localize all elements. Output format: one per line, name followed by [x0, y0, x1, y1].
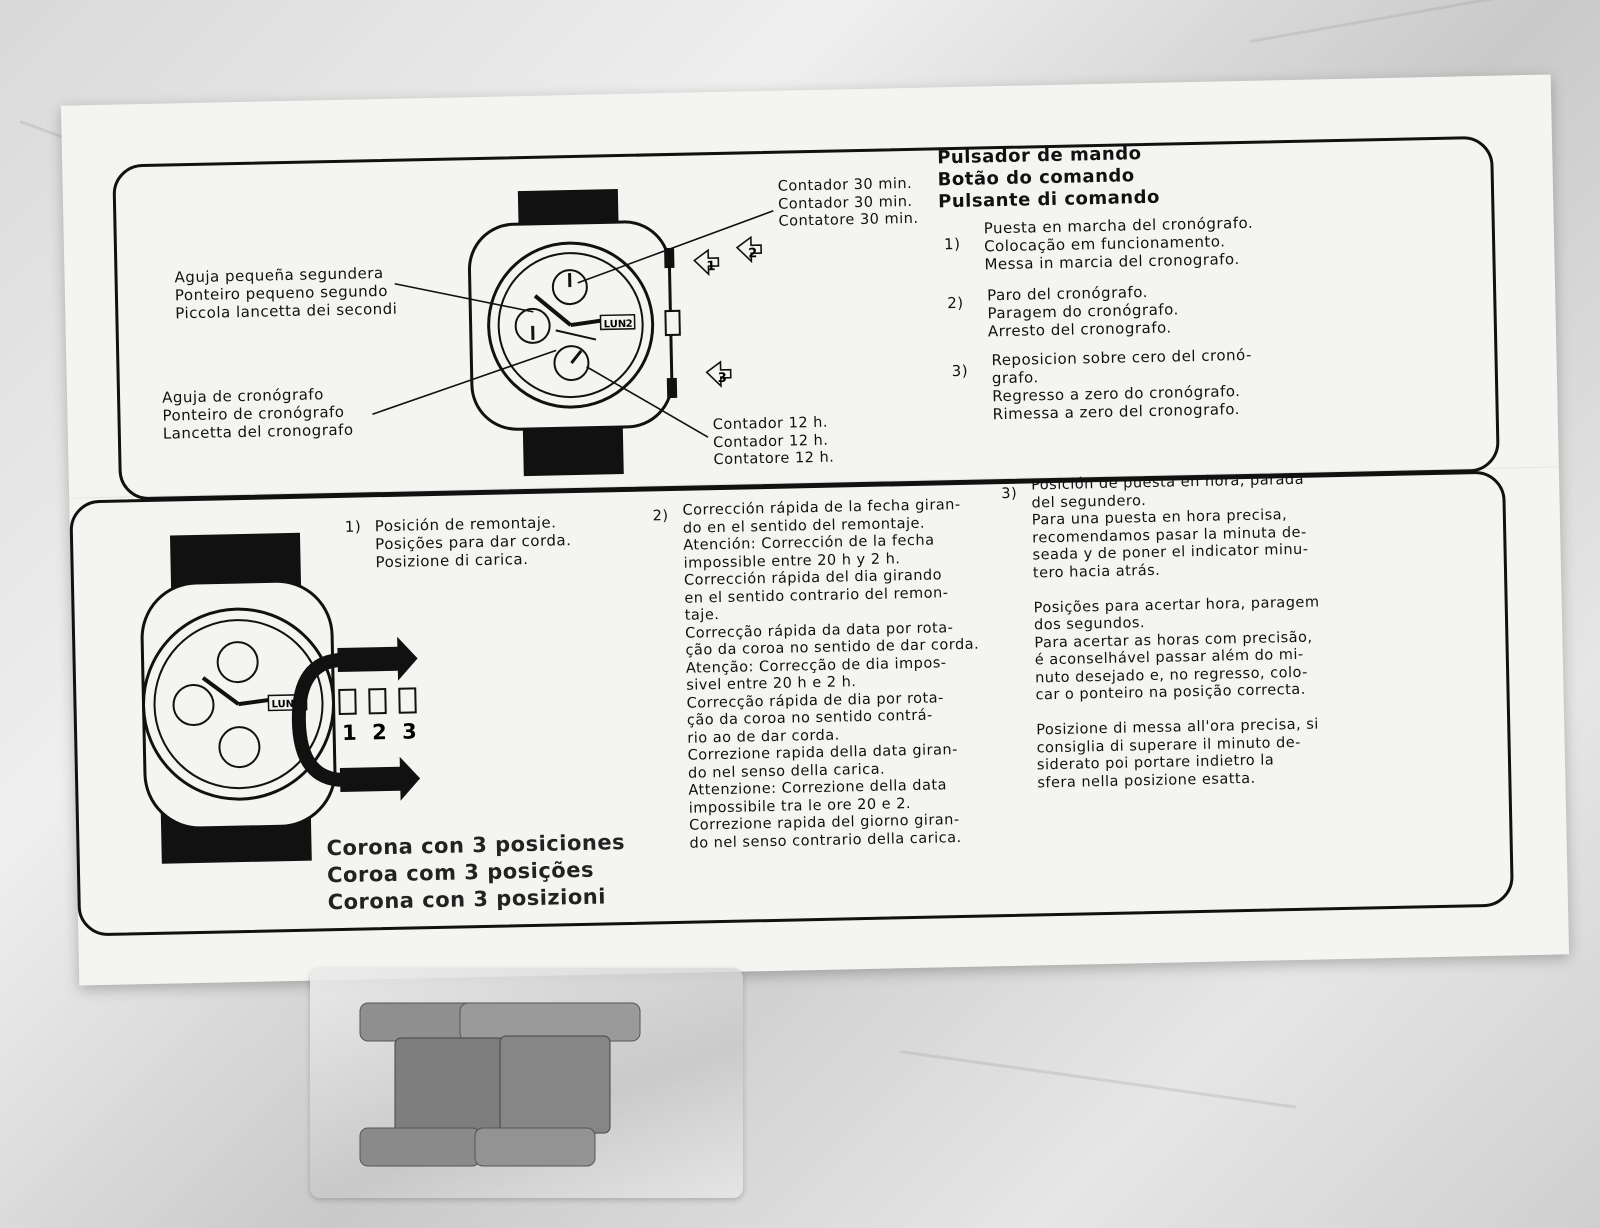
dial-date-text: 2 [626, 319, 633, 330]
pusher-arrow-2: 2 [735, 235, 763, 264]
hour-hand [533, 294, 572, 327]
pusher-bottom [666, 377, 678, 399]
pusher-arrow-3: 3 [705, 360, 732, 388]
pusher-top [664, 247, 675, 269]
pos3-text: Posición de puesta en hora, parada del s… [1030, 471, 1320, 791]
pos1-text: Posición de remontaje. Posições para dar… [374, 513, 572, 572]
svg-text:3: 3 [718, 371, 727, 386]
bottom-watch-diagram: LUN 2 1 2 3 [140, 532, 421, 864]
arrow-right-top [337, 636, 418, 681]
instruction-sheet: LUN 2 1 2 3 Aguja pequeña segundera Pont… [60, 74, 1570, 986]
bracelet-links-bag [310, 968, 743, 1198]
strap-top [169, 532, 302, 594]
marble-vein [899, 1050, 1297, 1109]
pos2-number: 2) [652, 508, 669, 525]
crown [664, 309, 681, 337]
leader-seconds [394, 282, 534, 313]
day-date-window [599, 313, 636, 331]
svg-text:1: 1 [706, 259, 715, 274]
subdial-12h [218, 726, 261, 769]
subdial-30min [551, 269, 588, 306]
pusher-arrow-1: 1 [693, 248, 720, 277]
bracelet-links [359, 1002, 641, 1167]
subdial-seconds [172, 684, 215, 727]
arrow-right-bottom [339, 756, 421, 801]
dial-day-text: LUN [604, 319, 627, 330]
leader-12h [586, 366, 709, 438]
leader-30min [577, 210, 774, 284]
leader-chrono [372, 349, 557, 415]
minute-hand [238, 697, 274, 707]
pos1-number: 1) [344, 517, 362, 536]
crown-position-2 [368, 688, 387, 715]
crown-num-2: 2 [372, 720, 387, 744]
hour-hand [201, 676, 240, 706]
crown-positions-title: Corona con 3 posiciones Coroa com 3 posi… [326, 830, 626, 915]
crown-num-3: 3 [402, 719, 417, 743]
chrono-hand [555, 329, 597, 341]
subdial-30min [216, 641, 259, 684]
crown-num-1: 1 [342, 721, 357, 745]
svg-text:2: 2 [748, 246, 757, 261]
crown-position-1 [338, 688, 357, 716]
marble-vein [1249, 0, 1546, 43]
subdial-seconds [514, 307, 551, 344]
svg-text:LUN: LUN [271, 699, 294, 710]
crown-position-3 [398, 687, 417, 714]
rotation-arc [291, 652, 346, 787]
subdial-12h [553, 345, 590, 382]
pos2-text: Corrección rápida de la fecha giran- do … [682, 496, 980, 852]
top-watch-diagram: LUN 2 1 2 3 [372, 189, 774, 477]
pos3-number: 3) [1001, 485, 1018, 503]
